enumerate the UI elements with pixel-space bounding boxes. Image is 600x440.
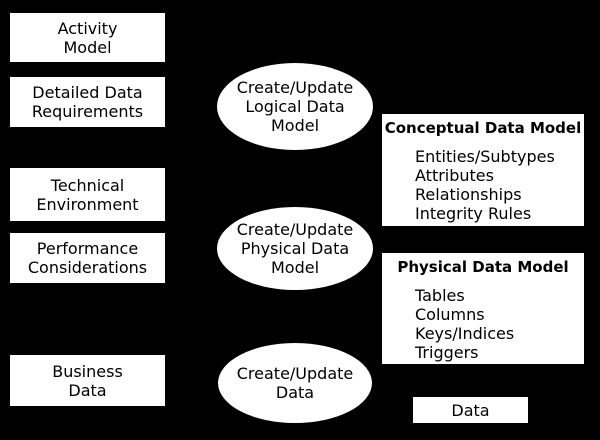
input-box-business-data: Business Data [10,355,165,406]
ellipse-label-line: Create/Update [236,364,354,383]
output-box-item: Entities/Subtypes [415,147,555,166]
output-box-item: Relationships [415,185,522,204]
output-box-title: Conceptual Data Model [384,119,582,137]
process-ellipse-create-update-logical-data-model: Create/Update Logical Data Model [217,63,373,150]
output-box-conceptual-data-model: Conceptual Data Model Entities/Subtypes … [382,114,584,226]
output-box-item: Keys/Indices [415,324,515,343]
output-box-item: Integrity Rules [415,204,532,223]
output-box-data: Data [413,397,528,423]
ellipse-label-line: Create/Update [236,220,354,239]
box-label-line: Requirements [31,102,144,121]
process-ellipse-create-update-data: Create/Update Data [218,343,372,423]
box-label-line: Detailed Data [32,83,143,102]
output-box-title: Data [451,400,490,420]
ellipse-label-line: Create/Update [236,78,354,97]
box-label-line: Environment [36,194,139,214]
ellipse-label-line: Data [275,383,315,402]
box-label-line: Activity [57,18,118,38]
input-box-technical-environment: Technical Environment [10,168,165,221]
output-box-title: Physical Data Model [397,258,569,276]
input-box-detailed-data-requirements: Detailed Data Requirements [10,77,165,127]
output-box-item: Triggers [415,343,479,362]
output-box-item: Columns [415,305,485,324]
output-box-item-list: Entities/Subtypes Attributes Relationshi… [382,147,584,223]
ellipse-label-line: Model [270,116,320,135]
box-label-line: Model [63,37,112,57]
ellipse-label-line: Physical Data [240,239,350,258]
ellipse-label-line: Model [270,258,320,277]
output-box-item-list: Tables Columns Keys/Indices Triggers [382,286,584,362]
box-label-line: Technical [50,175,125,195]
input-box-activity-model: Activity Model [10,13,165,62]
box-label-line: Performance [36,239,139,258]
ellipse-label-line: Logical Data [245,97,345,116]
box-label-line: Data [68,380,107,400]
output-box-physical-data-model: Physical Data Model Tables Columns Keys/… [382,253,584,364]
output-box-item: Tables [415,286,465,305]
box-label-line: Considerations [27,258,148,277]
box-label-line: Business [52,361,123,381]
process-ellipse-create-update-physical-data-model: Create/Update Physical Data Model [217,207,373,290]
output-box-item: Attributes [415,166,494,185]
input-box-performance-considerations: Performance Considerations [10,233,165,283]
